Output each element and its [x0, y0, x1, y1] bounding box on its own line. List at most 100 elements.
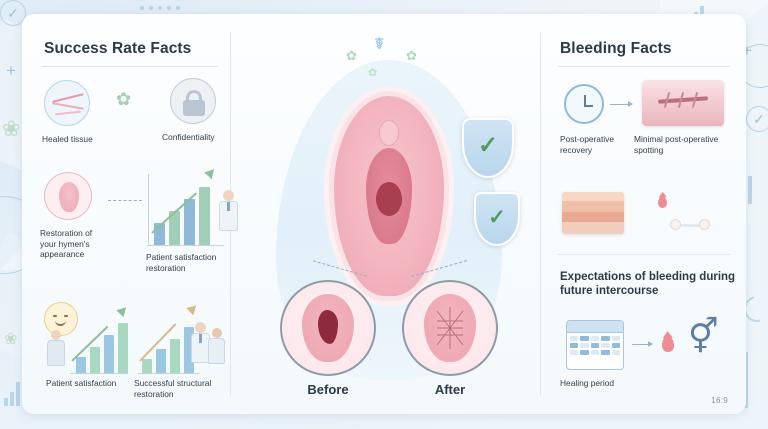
lock-icon: [170, 78, 216, 124]
swab-tip-left: [670, 219, 681, 230]
tissue-cross-section-icon: [562, 192, 624, 234]
layer-dermis: [562, 201, 624, 212]
lock-body: [183, 100, 205, 116]
hymen-shape: [59, 182, 79, 212]
shield-check-icon-1: ✓: [462, 118, 514, 178]
chart-bars: [76, 322, 128, 373]
suture-mesh-icon: [436, 307, 464, 349]
healed-tissue-icon: [44, 80, 90, 126]
hymenal-opening: [376, 182, 402, 216]
chart-x-axis: [148, 244, 224, 246]
calendar-icon: [566, 320, 624, 370]
figure-tie: [199, 334, 202, 343]
right-section-rule: [558, 254, 730, 255]
layer-epidermis: [562, 192, 624, 201]
shield-check-icon-2: ✓: [474, 192, 520, 246]
patient-satisfaction-label: Patient satisfaction: [46, 378, 117, 388]
after-caption: After: [434, 382, 466, 397]
expectations-heading: Expectations of bleeding during future i…: [560, 271, 736, 298]
tissue-strand: [54, 110, 82, 116]
clock-arrow-icon: [564, 84, 604, 124]
background-bar-chart-bottom-left: [4, 382, 20, 406]
figure-head: [223, 190, 234, 201]
assistant-figure: [208, 328, 226, 374]
aspect-ratio-badge: 16:9: [711, 396, 728, 405]
figure-body: [208, 338, 225, 364]
doctor-figure-1: [218, 190, 240, 242]
tissue-strand: [52, 93, 84, 103]
post-operative-recovery-label: Post-operative recovery: [560, 134, 614, 155]
chart-y-axis: [148, 174, 150, 246]
calendar-header: [567, 321, 623, 333]
figure-tie: [227, 202, 230, 211]
figure-body: [219, 201, 238, 231]
clitoral-hood: [379, 120, 399, 146]
blood-droplet-icon-small: [657, 195, 668, 209]
figure-head: [51, 330, 61, 340]
arrow-right-1: [610, 100, 633, 109]
sprig-icon-right: ✿: [406, 48, 417, 63]
lock-shackle: [186, 90, 202, 100]
check-circle-icon-top: ✓: [0, 0, 26, 26]
figure-body: [47, 340, 65, 366]
doctor-figure-2: [190, 322, 212, 374]
chart-bars: [154, 186, 210, 245]
right-column-title: Bleeding Facts: [560, 40, 672, 57]
happy-face-icon: [44, 302, 78, 336]
caduceus-icon: ☤: [374, 36, 385, 53]
structural-restoration-label: Successful structural restoration: [134, 378, 212, 399]
background-dots-top: [140, 6, 180, 10]
smiley-mouth: [55, 320, 66, 326]
minimal-spotting-label: Minimal post-operative spotting: [634, 134, 719, 155]
doctor-chart-icon: [138, 301, 200, 374]
blood-droplet-icon: [661, 335, 675, 353]
check-glyph: ✓: [477, 132, 499, 159]
smiley-eye: [53, 315, 57, 317]
left-column-title: Success Rate Facts: [44, 40, 192, 57]
vestibule: [366, 148, 412, 244]
figure-head: [195, 322, 206, 333]
swab-tip-right: [699, 219, 710, 230]
smiley-eye: [64, 315, 68, 317]
plus-icon-top-right: +: [742, 41, 752, 60]
after-zoom-circle: [402, 280, 498, 376]
figure-head: [212, 328, 222, 338]
patient-satisfaction-bar-chart: [70, 303, 130, 374]
column-divider-right: [540, 32, 541, 396]
hymen-appearance-label: Restoration of your hymen's appearance: [40, 228, 93, 259]
left-title-rule: [42, 66, 218, 67]
leaf-icon-left: ❀: [2, 116, 21, 141]
arrow-dashed-left: [108, 200, 142, 201]
arrow-right-2: [632, 340, 653, 349]
healing-period-label: Healing period: [560, 378, 615, 388]
calendar-grid: [567, 333, 623, 358]
sprig-icon-left-column: ✿: [116, 89, 132, 109]
anatomical-illustration: ☤ ✿ ✿ ✿ Before: [238, 30, 538, 402]
chart-bars: [142, 326, 194, 373]
right-title-rule: [558, 66, 730, 67]
check-glyph: ✓: [488, 205, 506, 229]
chart-x-axis: [138, 372, 200, 374]
layer-sub: [562, 212, 624, 222]
cotton-swab-icon: [670, 218, 710, 232]
confidentiality-label: Confidentiality: [162, 132, 215, 142]
skin-layers-icon: [642, 80, 724, 126]
before-zoom-circle: [280, 280, 376, 376]
before-tissue: [302, 294, 354, 362]
leaf-icon-bottom-left: ❀: [4, 331, 18, 348]
patient-satisfaction-restoration-label: Patient satisfaction restoration: [146, 252, 217, 273]
sprig-icon-bottom: ✿: [368, 67, 378, 79]
vulva-anatomy: [334, 96, 444, 296]
sprig-icon-left: ✿: [346, 48, 357, 63]
patient-figure: [46, 330, 66, 374]
layer-base: [562, 222, 624, 234]
plus-icon-left: +: [6, 61, 16, 80]
female-male-symbol-icon: ⚥: [688, 318, 719, 356]
before-caption: Before: [307, 382, 349, 397]
healed-tissue-label: Healed tissue: [42, 134, 93, 144]
infographic-card: Success Rate Facts Bleeding Facts Healed…: [22, 14, 746, 414]
hymen-appearance-icon: [44, 172, 92, 220]
bar-chart-up-icon: [148, 165, 224, 246]
torn-hymen: [318, 309, 338, 344]
